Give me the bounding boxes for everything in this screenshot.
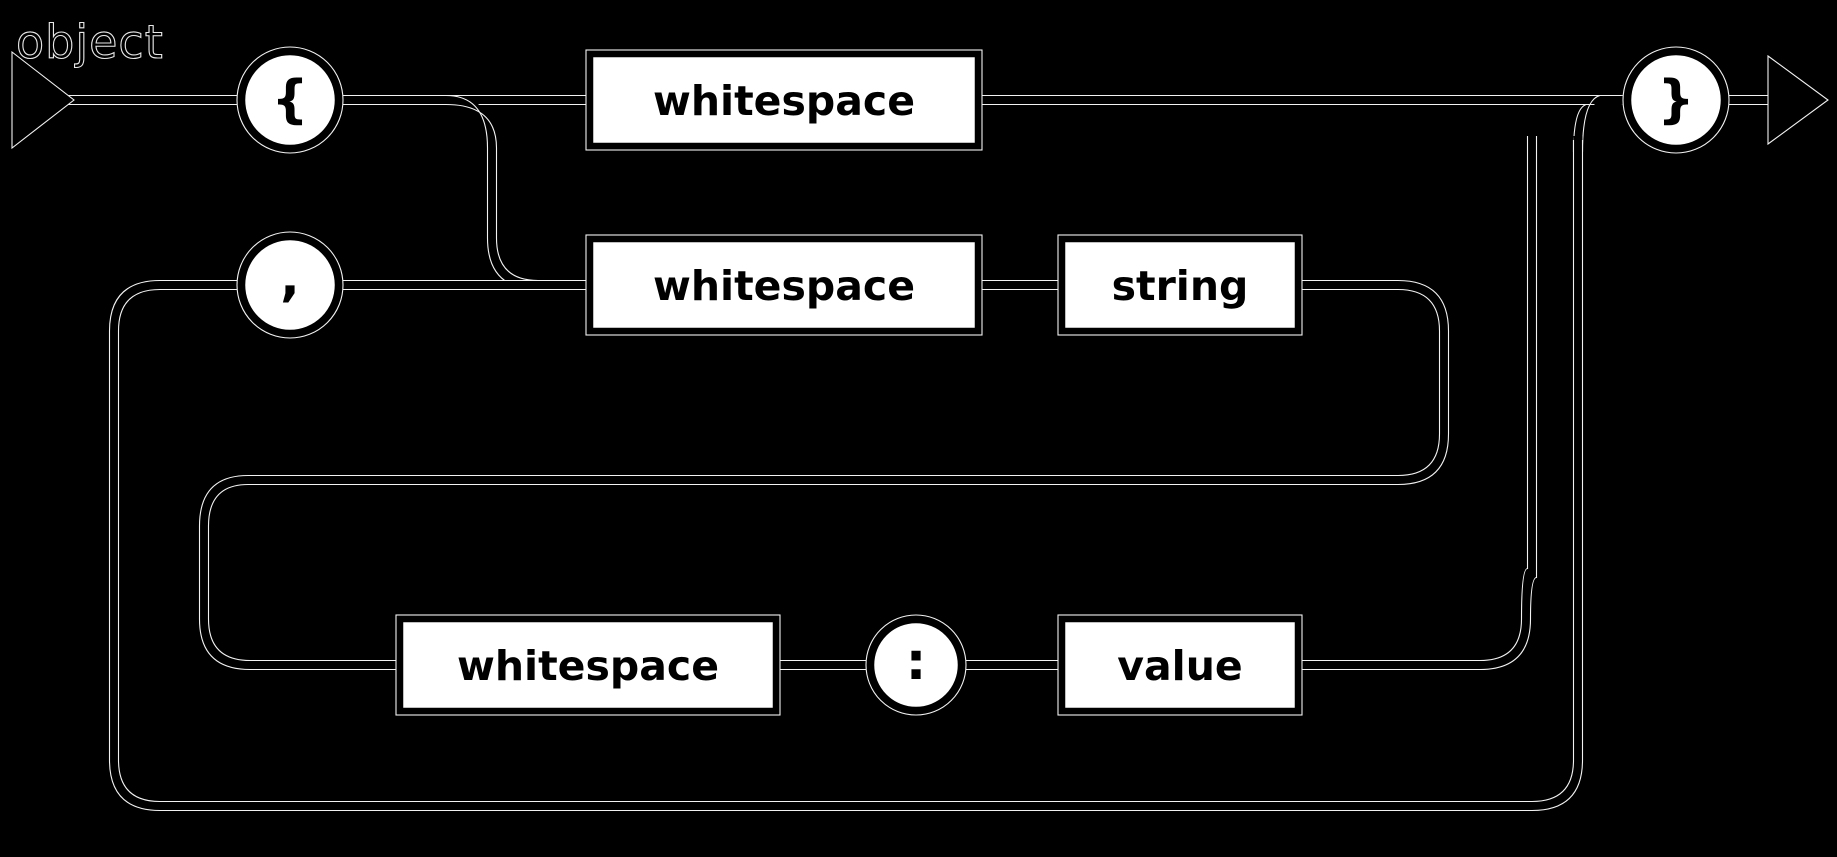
nonterminal-string[interactable]: string xyxy=(1057,234,1303,336)
terminal-open-brace[interactable]: { xyxy=(236,46,344,154)
end-arrow-icon xyxy=(1767,54,1829,146)
start-arrow-icon xyxy=(11,50,75,150)
rail-entry xyxy=(58,94,244,106)
nonterminal-whitespace-2-label: whitespace xyxy=(653,262,915,310)
rail-s-junction-down xyxy=(160,659,1584,812)
rail-s-junction-up xyxy=(1479,136,1538,671)
rail-outer-loop-left xyxy=(108,279,244,812)
terminal-close-brace-label: } xyxy=(1657,70,1694,130)
nonterminal-whitespace-3[interactable]: whitespace xyxy=(395,614,781,716)
terminal-comma[interactable]: , xyxy=(236,231,344,339)
nonterminal-whitespace-2[interactable]: whitespace xyxy=(585,234,983,336)
diagram-title: object xyxy=(15,14,164,69)
nonterminal-value-label: value xyxy=(1117,642,1242,690)
terminal-close-brace[interactable]: } xyxy=(1622,46,1730,154)
rail-comma-to-ws2 xyxy=(336,279,594,291)
terminal-colon-label: : xyxy=(906,632,927,692)
page-title: object xyxy=(16,15,164,69)
terminal-colon[interactable]: : xyxy=(865,614,967,716)
nonterminal-whitespace-3-label: whitespace xyxy=(457,642,719,690)
rail-value-to-junction xyxy=(1298,659,1480,671)
nonterminal-string-label: string xyxy=(1112,262,1249,310)
rail-ws3-to-colon xyxy=(774,659,870,671)
terminal-open-brace-label: { xyxy=(271,70,308,130)
nonterminal-whitespace-1[interactable]: whitespace xyxy=(585,49,983,151)
rail-colon-to-value xyxy=(962,659,1062,671)
nonterminal-value[interactable]: value xyxy=(1057,614,1303,716)
rail-ws1-to-close xyxy=(978,94,1630,106)
rail-close-brace-vertical xyxy=(1572,136,1584,660)
rail-row3-return xyxy=(248,474,1130,486)
rail-branch-row1-row2 xyxy=(445,94,594,291)
rail-network xyxy=(58,94,1790,812)
terminal-comma-label: , xyxy=(280,248,300,308)
nonterminal-whitespace-1-label: whitespace xyxy=(653,77,915,125)
rail-row3-to-row4 xyxy=(198,474,402,671)
rail-ws2-to-string xyxy=(978,279,1062,291)
rail-string-to-row3 xyxy=(1130,279,1450,486)
